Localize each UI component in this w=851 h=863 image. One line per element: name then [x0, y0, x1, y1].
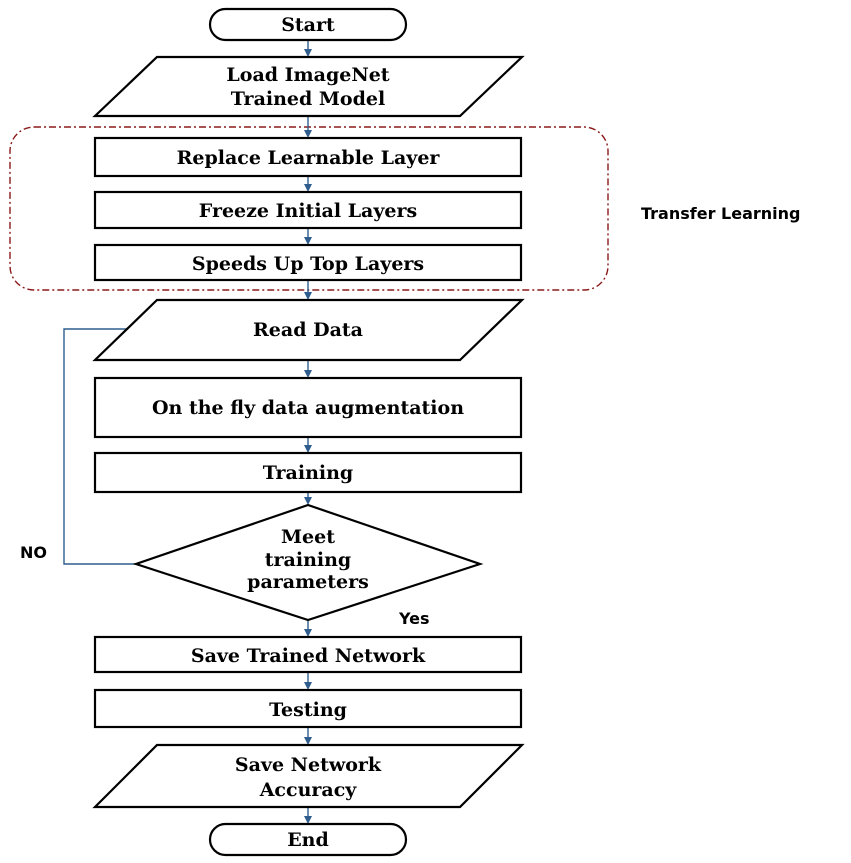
- edge-label-no: NO: [20, 543, 47, 562]
- decision-label-line3: parameters: [247, 571, 369, 593]
- training-node: Training: [93, 451, 523, 494]
- end-node: End: [208, 822, 408, 857]
- load-model-node: Load ImageNet Trained Model: [92, 55, 525, 118]
- save-accuracy-label-line1: Save Network: [235, 754, 382, 776]
- testing-node: Testing: [93, 688, 523, 729]
- save-accuracy-label-line2: Accuracy: [259, 779, 358, 801]
- testing-label: Testing: [269, 699, 347, 721]
- connectors: [63, 40, 312, 824]
- start-node: Start: [208, 7, 408, 42]
- decision-node: Meet training parameters: [132, 503, 484, 622]
- freeze-layers-label: Freeze Initial Layers: [199, 200, 417, 222]
- replace-layer-node: Replace Learnable Layer: [93, 136, 523, 178]
- transfer-learning-group: [9, 126, 609, 291]
- decision-label-line1: Meet: [281, 526, 335, 548]
- save-accuracy-node: Save Network Accuracy: [92, 743, 525, 809]
- transfer-learning-label: Transfer Learning: [641, 204, 800, 223]
- edge-label-yes: Yes: [398, 609, 430, 628]
- decision-label-line2: training: [265, 549, 351, 571]
- read-data-node: Read Data: [92, 298, 525, 362]
- start-label: Start: [281, 14, 335, 36]
- augmentation-node: On the fly data augmentation: [93, 376, 523, 439]
- training-label: Training: [263, 462, 353, 484]
- augmentation-label: On the fly data augmentation: [152, 397, 464, 419]
- speed-up-node: Speeds Up Top Layers: [93, 243, 523, 282]
- replace-layer-label: Replace Learnable Layer: [177, 147, 441, 169]
- freeze-layers-node: Freeze Initial Layers: [93, 190, 523, 230]
- edge-decision-read-loop: [63, 325, 142, 565]
- load-model-label-line2: Trained Model: [231, 88, 385, 110]
- end-label: End: [287, 829, 329, 851]
- load-model-label-line1: Load ImageNet: [226, 64, 389, 86]
- save-network-label: Save Trained Network: [191, 645, 426, 667]
- read-data-label: Read Data: [253, 319, 363, 341]
- speed-up-label: Speeds Up Top Layers: [192, 253, 424, 275]
- save-network-node: Save Trained Network: [93, 635, 523, 674]
